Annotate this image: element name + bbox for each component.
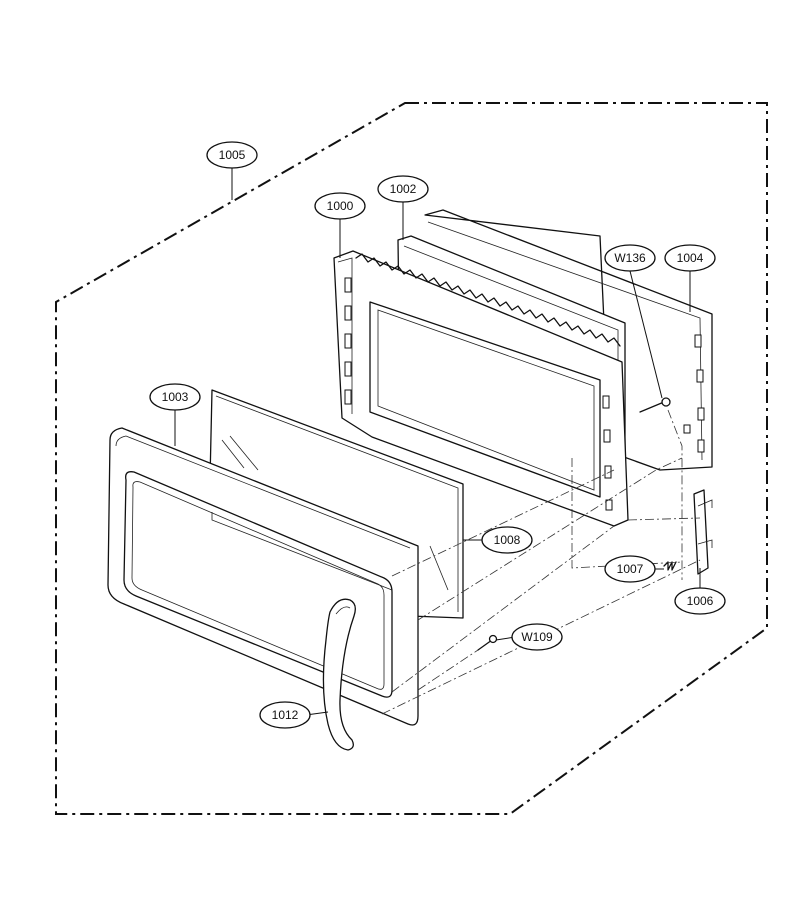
callout-label: 1012 (272, 708, 299, 722)
callout-label: 1000 (327, 199, 354, 213)
callout-bubble (206, 141, 258, 169)
spring-1007 (663, 561, 677, 571)
door-frame-slots (344, 277, 613, 511)
callout-label: 1004 (677, 251, 704, 265)
door-frame-teeth (355, 253, 621, 347)
assembly-boundary (55, 102, 768, 815)
callout-label: W136 (614, 251, 646, 265)
callout-w136: W136 (604, 244, 656, 272)
callout-1004: 1004 (664, 244, 716, 272)
door-frame-1000 (333, 250, 629, 527)
callout-label: 1003 (162, 390, 189, 404)
callout-1002: 1002 (377, 175, 429, 203)
callout-bubble (149, 383, 201, 411)
latch-1006 (693, 489, 713, 575)
callout-bubble (674, 587, 726, 615)
handle-1012 (322, 598, 356, 751)
back-panel-slots (683, 334, 705, 453)
callout-1006: 1006 (674, 587, 726, 615)
callout-bubble (511, 623, 563, 651)
callout-label: W109 (521, 630, 553, 644)
callout-1012: 1012 (259, 701, 311, 729)
screw-w136 (639, 397, 671, 413)
callout-1003: 1003 (149, 383, 201, 411)
callout-bubble (604, 555, 656, 583)
callout-bubble (481, 526, 533, 554)
callout-label: 1005 (219, 148, 246, 162)
callout-bubble (377, 175, 429, 203)
callout-1007: 1007 (604, 555, 656, 583)
callout-label: 1008 (494, 533, 521, 547)
callout-bubble (604, 244, 656, 272)
callout-label: 1002 (390, 182, 417, 196)
screw-w109 (477, 634, 498, 651)
callout-1005: 1005 (206, 141, 258, 169)
callout-bubble (259, 701, 311, 729)
leader-lines (174, 168, 701, 716)
callout-label: 1007 (617, 562, 644, 576)
callout-1008: 1008 (481, 526, 533, 554)
back-panel-1004 (424, 209, 713, 471)
callout-bubble (664, 244, 716, 272)
callout-1000: 1000 (314, 192, 366, 220)
callout-w109: W109 (511, 623, 563, 651)
callout-label: 1006 (687, 594, 714, 608)
callout-bubble (314, 192, 366, 220)
